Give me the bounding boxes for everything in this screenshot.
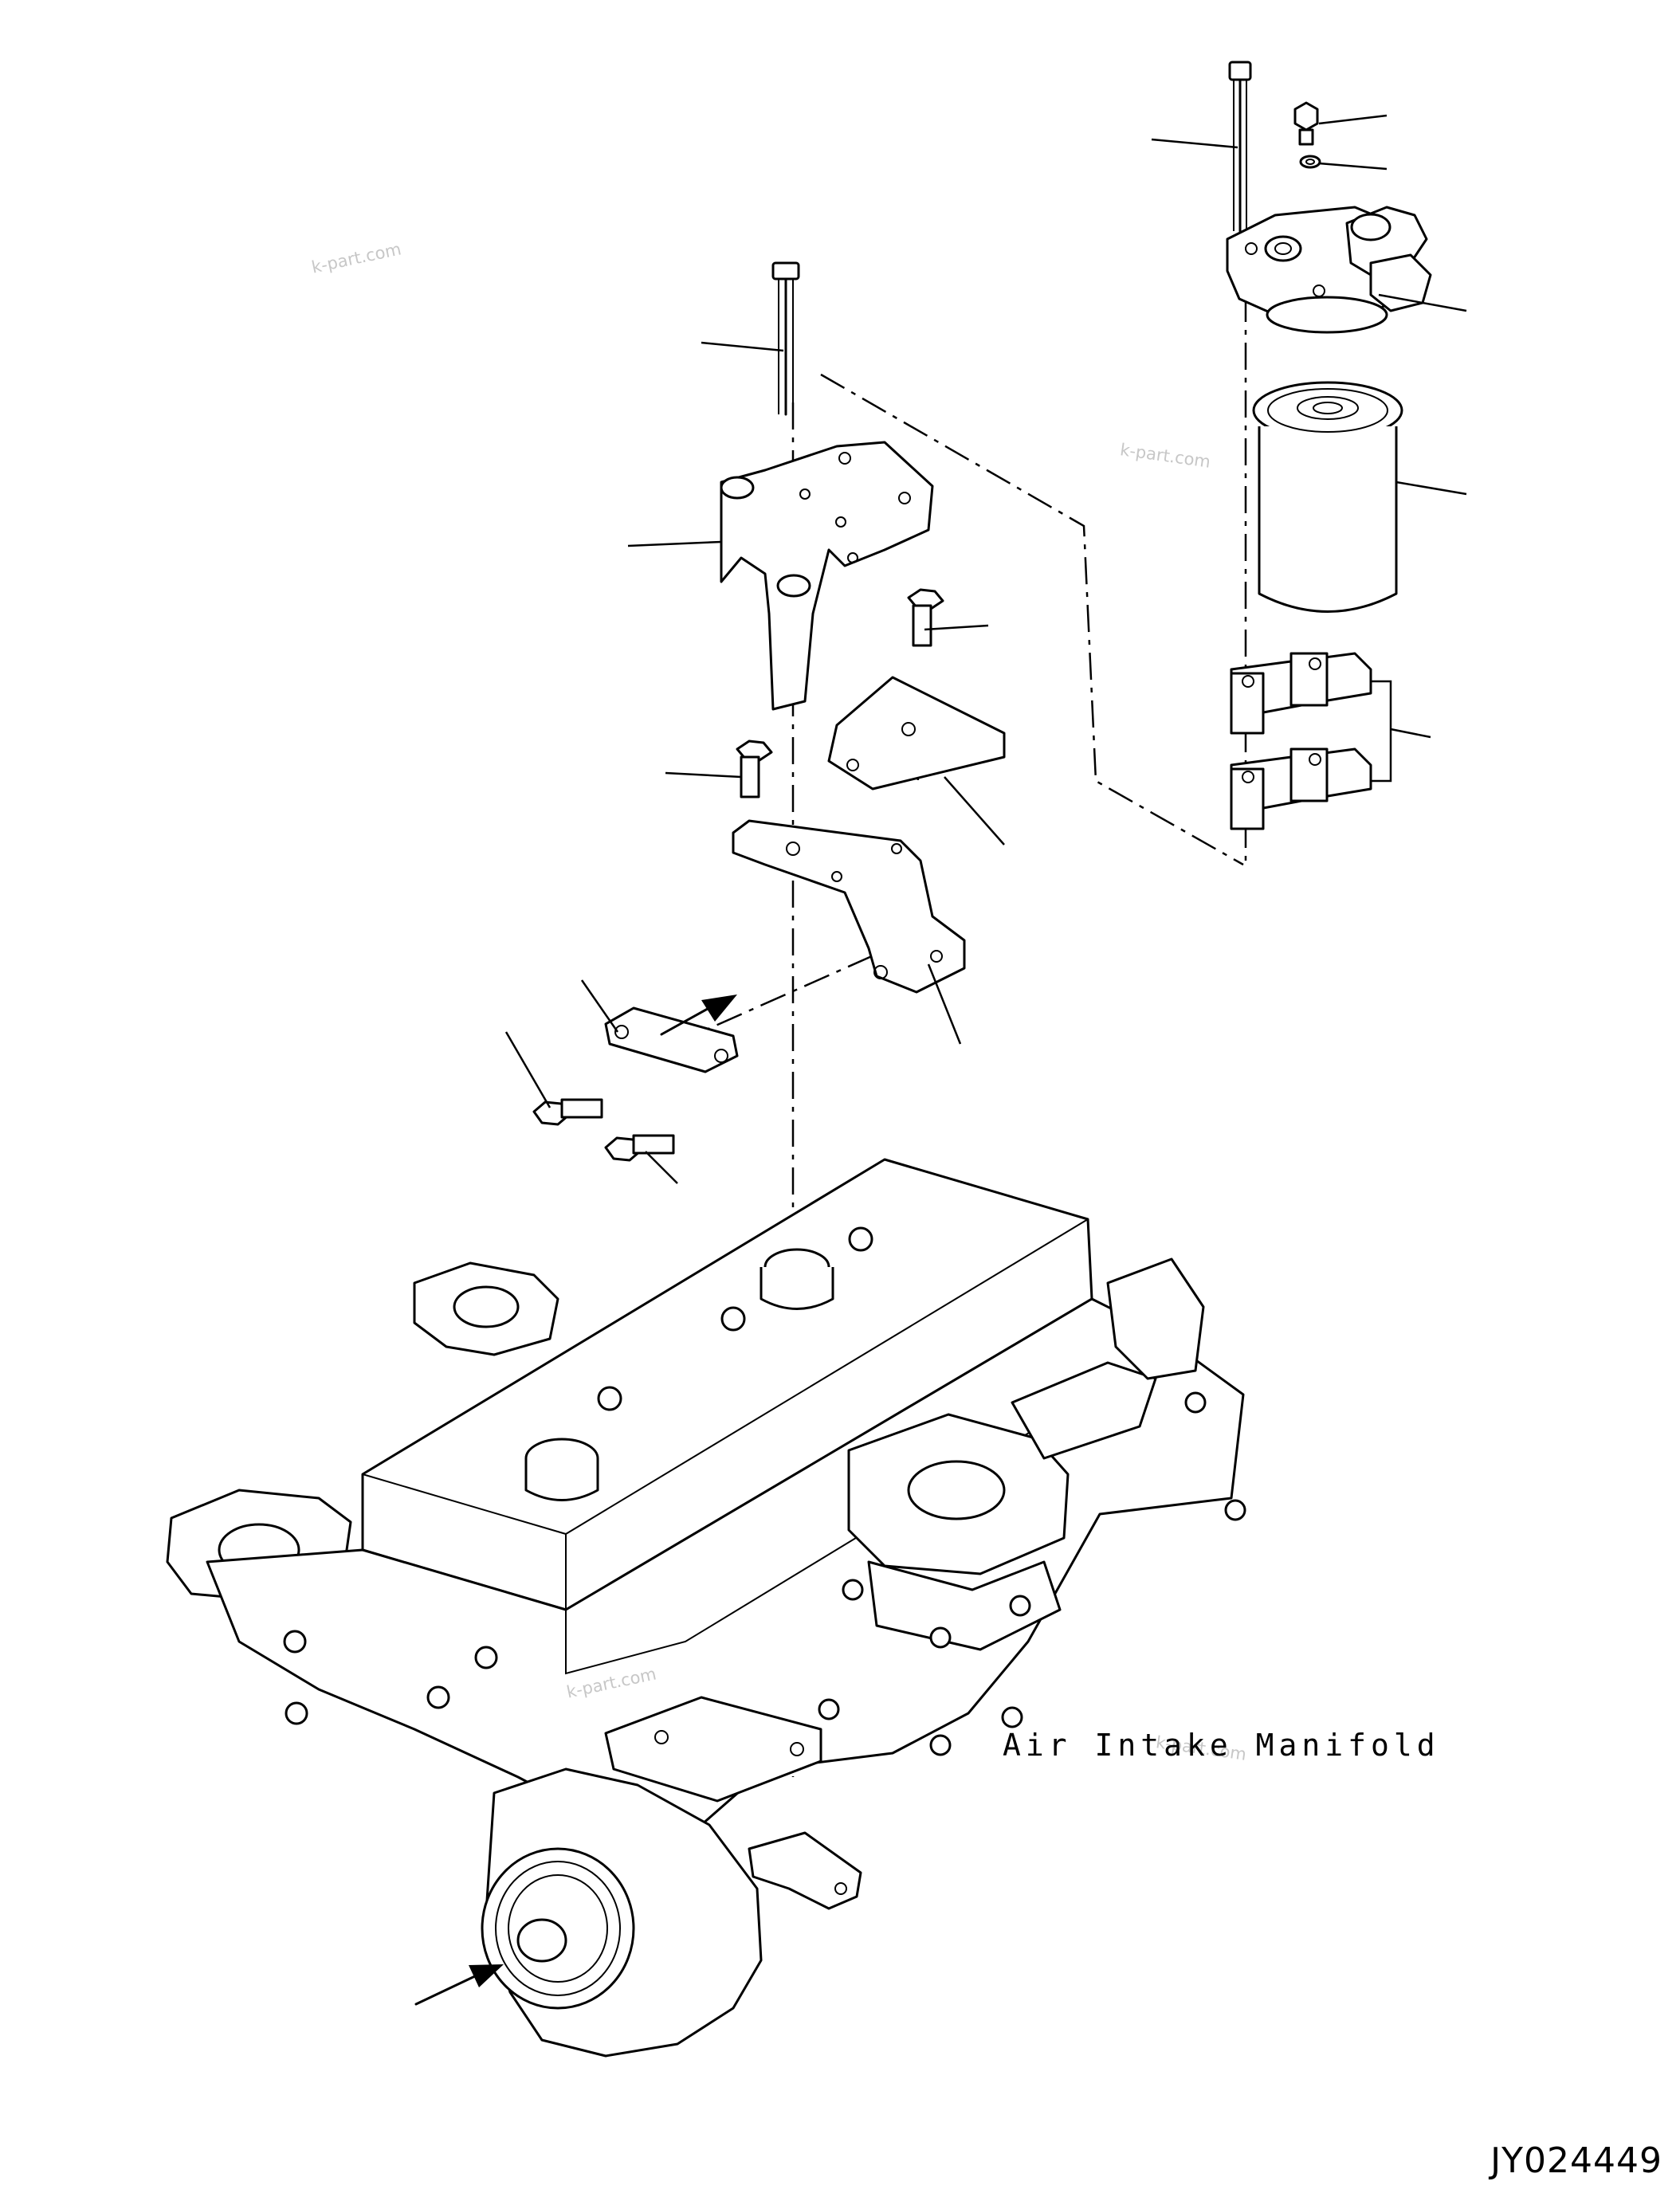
spacer-lower	[1230, 747, 1372, 830]
washer-icon	[1299, 155, 1321, 169]
plate-icon	[827, 676, 1006, 791]
air-intake-manifold-label: Air Intake Manifold	[1003, 1728, 1440, 1763]
arrow-icon	[660, 995, 737, 1036]
filter-cartridge-icon	[1252, 381, 1403, 613]
filter-head-icon	[1226, 206, 1432, 334]
leader-lines	[504, 114, 1467, 1184]
lower-bracket	[732, 819, 966, 994]
bracket-icon	[720, 441, 934, 711]
arrow-icon	[414, 1964, 504, 2006]
figure-id: JY024449	[1490, 2140, 1662, 2181]
small-bolt	[1293, 101, 1319, 146]
bolt-bracket-mid	[907, 588, 944, 647]
link-plate	[604, 1006, 739, 1073]
long-bolt-bracket	[771, 261, 800, 416]
bolt-link-plate	[604, 1134, 675, 1162]
engine-icon	[166, 1158, 1246, 2058]
bolt-icon	[532, 1098, 603, 1126]
long-bolt-filter-head	[1228, 61, 1252, 233]
bolt-lower-bracket	[736, 740, 773, 798]
spacer-upper	[1230, 652, 1372, 735]
